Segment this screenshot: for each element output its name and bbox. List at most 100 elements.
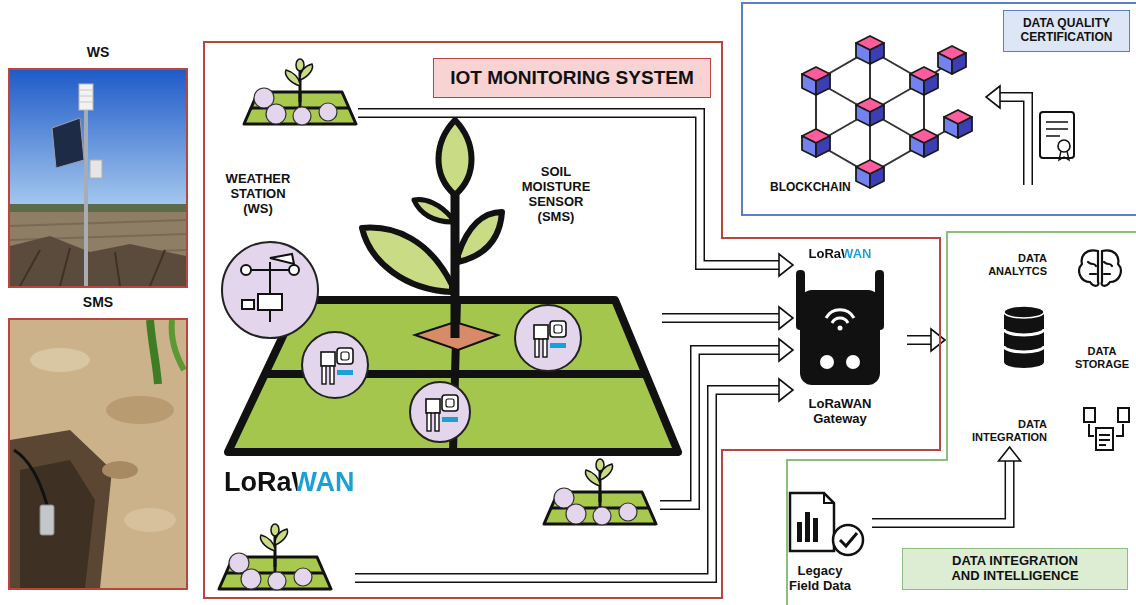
lorawan-logo-wrap: LoRaWAN	[224, 467, 355, 498]
service-label: DATA STORAGE	[1075, 345, 1129, 370]
legacy-data-icon-part	[840, 533, 857, 546]
soil-sensor-photo-part	[124, 508, 176, 532]
uplink-arrows-part	[779, 379, 793, 401]
analytics-icon-part	[1088, 262, 1112, 274]
uplink-arrows-part	[355, 390, 781, 578]
region-border	[742, 3, 1136, 215]
region-title: DATA INTEGRATION AND INTELLIGENCE	[940, 554, 1090, 584]
arrow-head	[931, 329, 945, 351]
soil-sensor-photo	[10, 320, 186, 588]
service-label: DATA INTEGRATION	[972, 418, 1047, 443]
service-label: DATA INTEGRATION	[972, 418, 1047, 444]
weather-station-photo-part	[10, 70, 186, 210]
soil-sensor-photo-part	[150, 320, 158, 384]
blockchain-network-part	[856, 98, 884, 126]
field-illustration-part	[244, 59, 356, 125]
field-illustration-part	[362, 228, 452, 292]
region-title-box: IOT MONITORING SYSTEM	[433, 58, 711, 98]
legacy-data-node: Legacy Field Data	[770, 488, 870, 602]
certificate-icon-part	[1058, 140, 1070, 152]
field-illustration-part	[534, 321, 566, 357]
field-illustration-part	[515, 305, 581, 371]
gateway-icon-part	[846, 355, 860, 369]
lorawan-logo-wrap: LoRaWAN	[809, 247, 872, 262]
weather-station-photo-part	[84, 96, 88, 286]
legacy-data-icon-part	[790, 493, 834, 551]
field-illustration-part	[302, 332, 368, 398]
blockchain-network-part	[944, 110, 972, 138]
region-title: IOT MONITORING SYSTEM	[450, 67, 694, 89]
field-illustration-part	[241, 254, 299, 322]
photo-heading: WS	[87, 44, 110, 60]
gateway-icon-part	[838, 326, 843, 331]
sensor-caption: SOIL MOISTURE SENSOR (SMS)	[522, 165, 591, 225]
weather-station-photo	[10, 70, 186, 286]
system-region: IOT MONITORING SYSTEMLoRaWANLoRaWAN Gate…	[204, 42, 722, 598]
region-title-box: DATA INTEGRATION AND INTELLIGENCE	[902, 548, 1128, 590]
certificate-icon-part	[1059, 151, 1069, 160]
analytics-icon-part	[1079, 250, 1098, 285]
certificate-icon-part	[986, 86, 1000, 108]
soil-sensor-photo-part	[172, 320, 184, 370]
storage-icon-part	[1004, 329, 1044, 352]
certification-title-box: DATA QUALITY CERTIFICATION	[1003, 10, 1130, 52]
legacy-label-wrap: Legacy Field Data	[784, 564, 856, 594]
certification-region: DATA QUALITY CERTIFICATION BLOCKCHAIN	[742, 3, 1136, 215]
field-illustration	[219, 59, 678, 590]
gateway-label-wrap: LoRaWAN Gateway	[809, 397, 872, 427]
service-label: DATA ANALYTCS	[988, 252, 1047, 278]
service-label-wrap: DATA INTEGRATION	[972, 418, 1047, 443]
soil-sensor-photo-part	[10, 430, 112, 588]
legacy-data-icon-part	[805, 512, 810, 542]
photo-box: SMS	[8, 318, 188, 590]
storage-icon	[1004, 306, 1044, 368]
gateway-icon	[796, 270, 884, 385]
uplink-arrows-part	[355, 390, 780, 578]
legacy-data-icon	[790, 493, 863, 555]
soil-sensor-photo-part	[40, 505, 54, 535]
lorawan-logo: LoRaWAN	[809, 247, 872, 262]
certificate-icon-part	[1046, 122, 1068, 136]
blockchain-network-part	[802, 67, 830, 95]
blockchain-network-part	[802, 129, 830, 157]
gateway-label: LoRaWAN Gateway	[809, 397, 872, 427]
analytics-icon-part	[1102, 250, 1121, 285]
field-illustration-part	[458, 212, 502, 262]
uplink-arrows-part	[779, 339, 793, 361]
weather-station-photo-part	[79, 90, 93, 102]
integration-icon-part	[1099, 435, 1110, 445]
certificate-icon-part	[1040, 112, 1074, 158]
arrow-head	[999, 447, 1021, 461]
uplink-arrows-part	[660, 350, 781, 505]
integration-icon	[1084, 408, 1129, 450]
lorawan-logo: LoRaWAN	[224, 467, 355, 498]
weather-station-photo-part	[90, 160, 102, 178]
legacy-data-icon-part	[824, 493, 834, 503]
arrow-body	[872, 460, 1010, 523]
integration-icon-part	[1096, 428, 1113, 450]
uplink-arrows-part	[662, 313, 780, 323]
uplink-arrows-part	[779, 254, 793, 276]
legacy-label: Legacy Field Data	[784, 564, 856, 594]
soil-sensor-photo-part	[14, 450, 47, 505]
weather-station-photo-part	[52, 118, 84, 168]
legacy-data-icon-part	[833, 525, 863, 555]
blockchain-label-wrap: BLOCKCHAIN	[770, 181, 851, 195]
photo-heading-wrap: SMS	[83, 294, 113, 310]
soil-sensor-photo-part	[10, 320, 186, 588]
uplink-arrows-part	[358, 113, 780, 265]
integration-icon-part	[1118, 408, 1129, 422]
weather-station-photo-part	[10, 212, 186, 286]
photo-heading: SMS	[83, 294, 113, 310]
sensor-caption: WEATHER STATION (WS)	[226, 172, 291, 217]
field-illustration-part-part	[246, 269, 294, 271]
field-illustration-part	[414, 200, 452, 222]
field-illustration-part	[222, 242, 318, 338]
photo-heading-wrap: WS	[87, 44, 110, 60]
certificate-icon-part	[1000, 97, 1028, 185]
service-label: DATA ANALYTCS	[988, 252, 1047, 277]
region-border	[204, 42, 940, 598]
photo-box: WS	[8, 68, 188, 288]
field-illustration-part	[410, 382, 470, 442]
